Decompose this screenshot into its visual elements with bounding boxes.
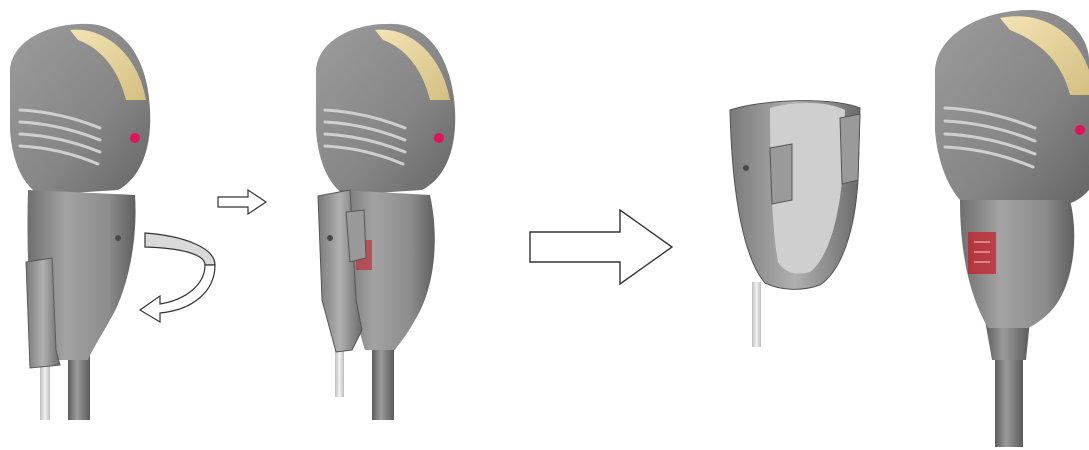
probe-rotating-bracket — [316, 23, 456, 420]
probe-cable — [372, 345, 394, 420]
detached-bracket — [729, 100, 861, 347]
screw-hole — [743, 165, 749, 171]
bracket-clip — [25, 257, 61, 369]
led-indicator — [1075, 125, 1085, 135]
bracket-cable — [40, 365, 50, 420]
led-indicator — [434, 133, 444, 143]
led-indicator — [130, 133, 140, 143]
screw-hole — [327, 235, 333, 241]
probe-cable — [68, 350, 90, 420]
probe-head — [935, 10, 1089, 205]
small-right-arrow-icon — [217, 188, 268, 216]
grip-ridges — [323, 108, 407, 166]
bracket-left-tab — [769, 143, 793, 205]
probe-cable — [995, 355, 1023, 447]
lens-window — [70, 29, 146, 100]
probe-neck — [985, 320, 1030, 360]
probe-label — [968, 232, 996, 274]
curved-rotation-arrow-icon — [138, 232, 216, 324]
grip-ridges — [18, 108, 102, 166]
probe-without-bracket — [935, 10, 1089, 447]
label-markings — [974, 241, 990, 263]
lens-window — [375, 29, 450, 100]
lens-window — [1000, 16, 1089, 96]
bracket-cable — [335, 345, 344, 397]
bracket-cable — [752, 282, 761, 347]
bracket-tab — [345, 209, 367, 263]
probe-with-bracket — [10, 23, 151, 420]
grip-ridges — [943, 106, 1037, 169]
screw-hole — [115, 235, 121, 241]
large-right-arrow-icon — [529, 208, 674, 286]
bracket-right-tab — [839, 113, 861, 185]
